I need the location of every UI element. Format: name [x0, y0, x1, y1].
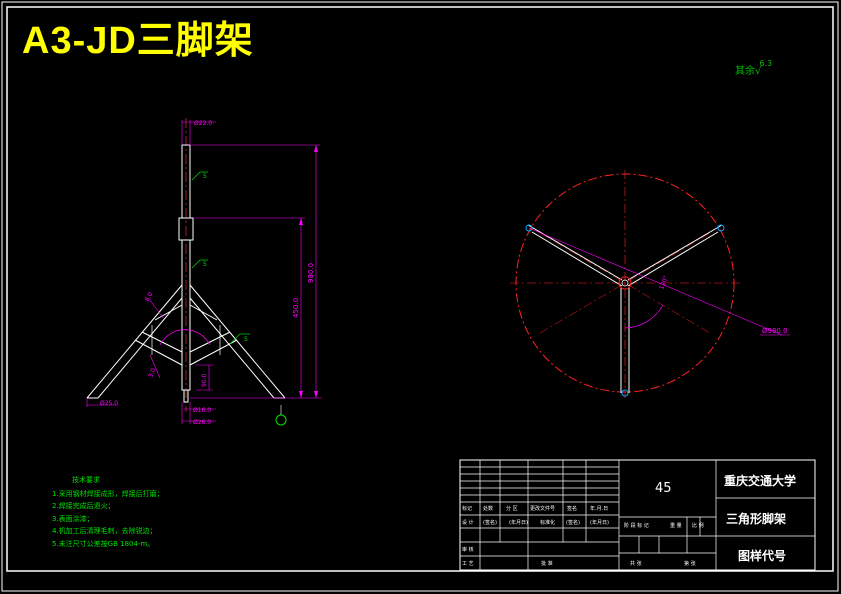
tb-stage-label: 重 量 [670, 523, 682, 529]
tb-row-label: 处数 [483, 506, 494, 512]
dim-leg-b: 3.0 [147, 367, 157, 379]
top-view [510, 170, 790, 398]
dim-foot-dia: Ø25.0 [100, 400, 118, 407]
drawing-title: A3-JD三脚架 [22, 20, 254, 62]
weld-label-1: 5 [203, 173, 207, 180]
tb-sheet-label: 共 张 [630, 561, 642, 567]
title-block [459, 459, 816, 571]
tb-row2-label: (年月日) [509, 520, 528, 526]
tech-item: 2.焊接完成后退火； [52, 502, 115, 510]
tech-requirements: 技术要求 1.采用钢材焊接成形，焊接后打磨； 2.焊接完成后退火； 3.表面涂漆… [52, 474, 164, 550]
tech-heading: 技术要求 [72, 476, 100, 484]
tb-sheet-label: 第 张 [684, 561, 696, 567]
dim-height-mid: 450.0 [292, 298, 300, 318]
front-view [86, 118, 322, 426]
tb-left-label: 工 艺 [462, 561, 474, 567]
roughness-check-icon: √ [755, 66, 762, 77]
tb-row-label: 标记 [462, 506, 473, 512]
tb-row2-label: (签名) [483, 520, 497, 526]
tech-item: 3.表面涂漆； [52, 514, 94, 523]
dim-circle-dia: Ø980.0 [762, 327, 788, 335]
tb-row2-label: 标准化 [540, 520, 556, 526]
surface-roughness: 其余√6.3 [735, 59, 774, 77]
inner-frame [6, 6, 834, 572]
tb-row-label: 分 区 [506, 506, 518, 512]
part-name: 三角形脚架 [726, 512, 787, 526]
material-label: 45 [655, 481, 672, 496]
tb-row-label: 年.月.日 [590, 506, 609, 512]
tech-item: 1.采用钢材焊接成形，焊接后打磨； [52, 489, 164, 498]
tb-row2-label: (年月日) [590, 520, 609, 526]
dim-top-dia: Ø22.0 [194, 120, 212, 127]
tb-approve-label: 批 准 [541, 561, 553, 567]
tb-row2-label: 设 计 [462, 520, 474, 526]
drawing-code: 图样代号 [738, 549, 787, 563]
dim-bottom-dia1: Ø16.0 [193, 407, 211, 414]
roughness-prefix: 其余 [735, 66, 755, 77]
school-name: 重庆交通大学 [724, 474, 797, 488]
tech-item: 5.未注尺寸公差按GB 1804-m。 [52, 539, 155, 548]
tb-row-label: 更改文件号 [530, 506, 556, 512]
tb-row-label: 签名 [567, 506, 578, 512]
roughness-value: 6.3 [759, 59, 773, 68]
tech-item: 4.机加工后清理毛刺，去除锐边； [52, 527, 157, 535]
dim-bottom-dia2: Ø26.0 [193, 419, 211, 426]
tb-stage-label: 比 例 [692, 523, 704, 529]
weld-label-2: 5 [203, 261, 207, 268]
tb-left-label: 审 核 [462, 547, 474, 553]
tb-stage-label: 阶 段 标 记 [624, 523, 649, 529]
weld-label-3: 5 [244, 336, 248, 343]
tb-row2-label: (签名) [566, 520, 580, 526]
dim-short-len: 90.0 [201, 373, 208, 387]
dim-height-total: 980.0 [307, 263, 315, 283]
dim-leg-a: 8.0 [144, 291, 155, 303]
dim-angle: 120° [658, 275, 670, 291]
